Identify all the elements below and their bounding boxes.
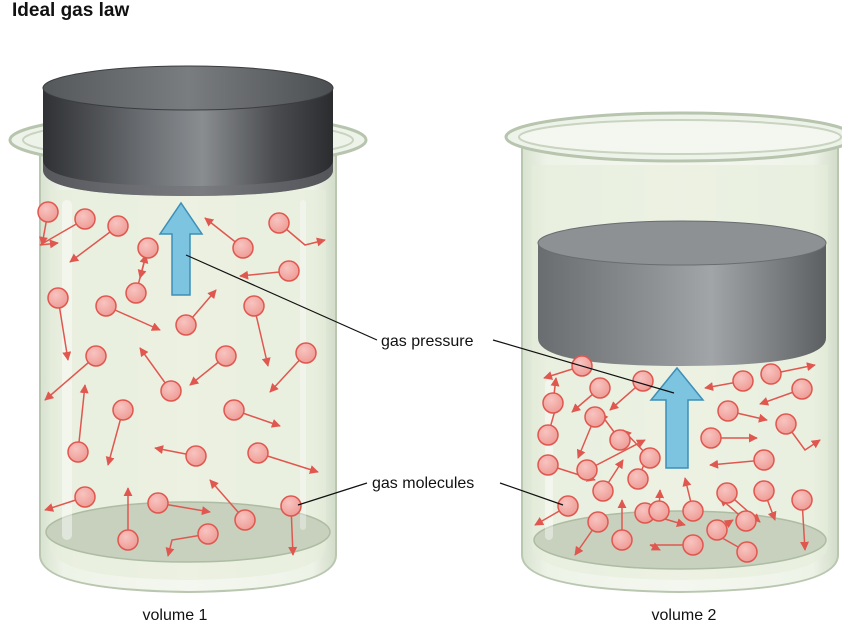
- piston: [42, 65, 334, 196]
- gas-molecule-icon: [542, 392, 564, 414]
- gas-molecule-icon: [732, 370, 754, 392]
- pressure-arrow-icon: [158, 201, 204, 296]
- gas-molecule-icon: [234, 509, 256, 531]
- gas-molecule-icon: [632, 370, 654, 392]
- piston: [537, 220, 827, 366]
- gas-molecule-icon: [716, 482, 738, 504]
- gas-molecule-icon: [584, 406, 606, 428]
- gas-molecule-icon: [736, 541, 758, 563]
- gas-molecule-icon: [592, 480, 614, 502]
- gas-molecule-icon: [247, 442, 269, 464]
- gas-molecule-icon: [609, 429, 631, 451]
- gas-molecule-icon: [280, 495, 302, 517]
- leader-line: [499, 482, 564, 506]
- pressure-arrow-icon: [649, 366, 705, 469]
- gas-molecule-icon: [278, 260, 300, 282]
- container-base: [45, 501, 331, 563]
- gas-molecule-icon: [557, 495, 579, 517]
- gas-molecule-icon: [611, 529, 633, 551]
- gas-molecule-icon: [682, 534, 704, 556]
- gas-molecule-icon: [753, 449, 775, 471]
- gas-molecule-icon: [107, 215, 129, 237]
- gas-molecule-icon: [537, 454, 559, 476]
- gas-molecule-icon: [639, 447, 661, 469]
- velocity-arrow-icon: [44, 355, 97, 401]
- gas-molecule-icon: [735, 510, 757, 532]
- gas-molecule-icon: [74, 208, 96, 230]
- gas-molecule-icon: [67, 441, 89, 463]
- gas-molecule-icon: [232, 237, 254, 259]
- page-title: Ideal gas law: [12, 0, 130, 21]
- gas-molecule-icon: [589, 377, 611, 399]
- leader-line: [185, 254, 378, 341]
- gas-molecule-icon: [648, 500, 670, 522]
- gas-molecule-icon: [197, 523, 219, 545]
- gas-molecule-icon: [537, 424, 559, 446]
- gas-molecule-icon: [268, 212, 290, 234]
- volume-1-caption: volume 1: [143, 607, 208, 624]
- gas-molecule-icon: [295, 342, 317, 364]
- molecules-volume-1: [37, 201, 326, 557]
- gas-molecule-icon: [717, 400, 739, 422]
- gas-molecule-icon: [682, 500, 704, 522]
- gas-molecule-icon: [223, 399, 245, 421]
- gas-molecule-icon: [760, 363, 782, 385]
- gas-molecule-icon: [576, 459, 598, 481]
- gas-molecule-icon: [775, 413, 797, 435]
- gas-molecule-icon: [160, 380, 182, 402]
- gas-molecule-icon: [753, 480, 775, 502]
- gas-molecule-icon: [587, 511, 609, 533]
- gas-pressure-label: gas pressure: [381, 333, 474, 350]
- container-base: [533, 510, 827, 570]
- gas-molecule-icon: [112, 399, 134, 421]
- gas-molecule-icon: [117, 529, 139, 551]
- gas-molecule-icon: [175, 314, 197, 336]
- gas-molecule-icon: [215, 345, 237, 367]
- gas-molecules-label: gas molecules: [372, 475, 474, 492]
- gas-molecule-icon: [791, 489, 813, 511]
- container-volume-2: [504, 111, 842, 594]
- velocity-arrow-icon: [649, 542, 693, 551]
- gas-molecule-icon: [243, 295, 265, 317]
- gas-molecule-icon: [37, 201, 59, 223]
- gas-molecule-icon: [791, 378, 813, 400]
- molecules-volume-2: [534, 355, 821, 563]
- volume-2-caption: volume 2: [652, 607, 717, 624]
- velocity-arrow-icon: [77, 384, 89, 453]
- velocity-arrow-icon: [586, 439, 646, 471]
- gas-molecule-icon: [147, 492, 169, 514]
- gas-molecule-icon: [627, 468, 649, 490]
- gas-molecule-icon: [95, 295, 117, 317]
- gas-molecule-icon: [125, 282, 147, 304]
- leader-line: [492, 339, 675, 394]
- velocity-arrow-icon: [165, 533, 209, 557]
- gas-molecule-icon: [74, 486, 96, 508]
- gas-molecule-icon: [700, 427, 722, 449]
- gas-molecule-icon: [85, 345, 107, 367]
- container-volume-1: [8, 65, 368, 594]
- gas-molecule-icon: [706, 519, 728, 541]
- gas-molecule-icon: [137, 237, 159, 259]
- velocity-arrow-icon: [278, 222, 326, 247]
- leader-line: [297, 482, 368, 506]
- gas-molecule-icon: [185, 445, 207, 467]
- gas-molecule-icon: [47, 287, 69, 309]
